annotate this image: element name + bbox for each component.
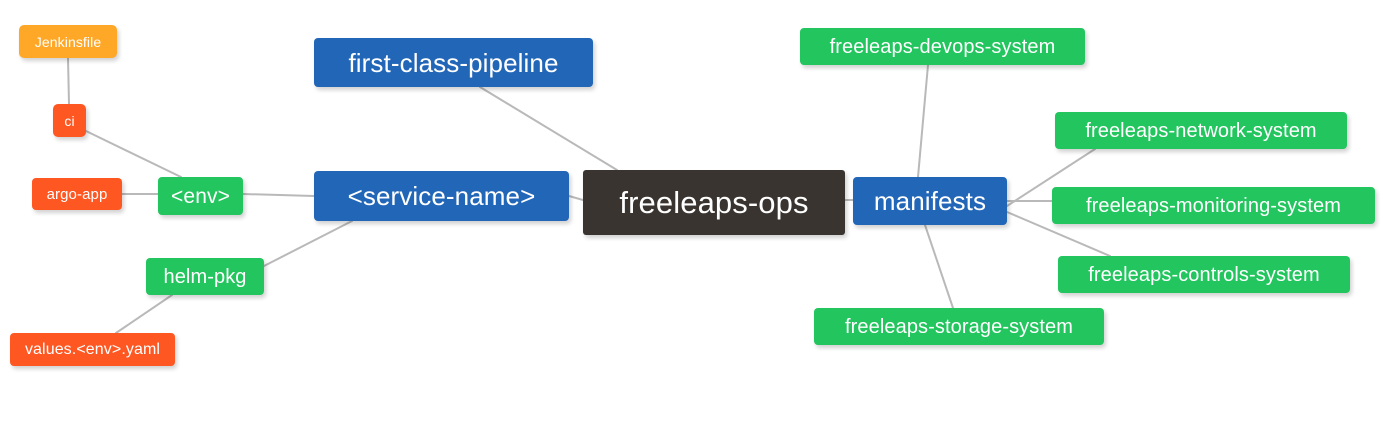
node-freeleaps-monitoring-system[interactable]: freeleaps-monitoring-system: [1052, 187, 1375, 224]
node-values-yaml[interactable]: values.<env>.yaml: [10, 333, 175, 366]
node-freeleaps-devops-system[interactable]: freeleaps-devops-system: [800, 28, 1085, 65]
edge-manifests-to-freeleaps-devops-system: [917, 64, 929, 178]
node-service-name[interactable]: <service-name>: [314, 171, 569, 221]
edge-first-class-pipeline-to-freeleaps-ops: [479, 86, 618, 171]
node-argo-app[interactable]: argo-app: [32, 178, 122, 210]
edge-manifests-to-freeleaps-storage-system: [924, 224, 954, 309]
node-freeleaps-storage-system[interactable]: freeleaps-storage-system: [814, 308, 1104, 345]
node-first-class-pipeline[interactable]: first-class-pipeline: [314, 38, 593, 87]
node-manifests[interactable]: manifests: [853, 177, 1007, 225]
edge-ci-to-env: [85, 130, 182, 178]
edge-values-yaml-to-helm-pkg: [115, 294, 173, 334]
node-helm-pkg[interactable]: helm-pkg: [146, 258, 264, 295]
node-freeleaps-ops[interactable]: freeleaps-ops: [583, 170, 845, 235]
edge-service-name-to-freeleaps-ops: [568, 195, 584, 201]
edge-env-to-service-name: [242, 193, 315, 197]
edge-jenkinsfile-to-ci: [67, 57, 70, 105]
node-ci[interactable]: ci: [53, 104, 86, 137]
edge-helm-pkg-to-service-name: [263, 220, 353, 267]
node-jenkinsfile[interactable]: Jenkinsfile: [19, 25, 117, 58]
node-freeleaps-controls-system[interactable]: freeleaps-controls-system: [1058, 256, 1350, 293]
node-freeleaps-network-system[interactable]: freeleaps-network-system: [1055, 112, 1347, 149]
node-env[interactable]: <env>: [158, 177, 243, 215]
